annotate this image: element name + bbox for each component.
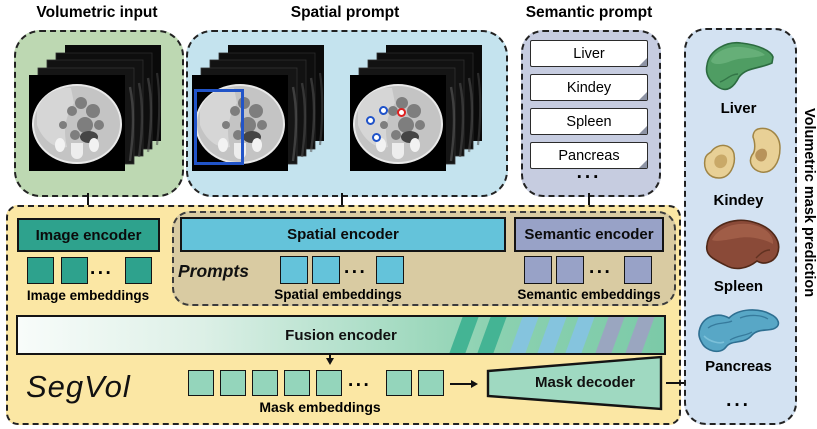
- semantic-tag-pancreas: Pancreas: [530, 142, 648, 169]
- spleen-3d-icon: [705, 219, 780, 270]
- semantic-tag-label: Spleen: [566, 113, 612, 130]
- semantic-tag-kidney: Kindey: [530, 74, 648, 101]
- spatial-embeddings-ellipsis: ...: [344, 257, 368, 278]
- semantic-tag-label: Pancreas: [558, 147, 620, 164]
- fusion-stripe: [623, 317, 657, 353]
- mask-embedding-token: [252, 370, 278, 396]
- semantic-tags-ellipsis: ...: [576, 162, 602, 183]
- mask-embeddings-label: Mask embeddings: [259, 399, 381, 415]
- spatial-prompt-title: Spatial prompt: [290, 4, 400, 21]
- spatial-embedding-token: [280, 256, 308, 284]
- pancreas-3d-icon: [698, 309, 780, 353]
- semantic-embedding-token: [624, 256, 652, 284]
- spleen-label: Spleen: [713, 278, 764, 295]
- liver-3d-icon: [705, 41, 774, 91]
- ct-volume-illustration: [350, 45, 482, 171]
- fusion-encoder-label: Fusion encoder: [285, 326, 397, 344]
- semantic-embeddings-label: Semantic embeddings: [517, 287, 661, 302]
- point-prompt-negative: [397, 108, 406, 117]
- ct-volume-illustration: [29, 45, 161, 171]
- point-prompt-positive: [372, 133, 381, 142]
- arrow-embeddings-to-decoder: [450, 379, 478, 388]
- semantic-embedding-token: [556, 256, 584, 284]
- prediction-ellipsis: ...: [726, 390, 751, 411]
- mask-embedding-token: [284, 370, 310, 396]
- spatial-encoder-label: Spatial encoder: [287, 226, 399, 243]
- semantic-prompt-title: Semantic prompt: [525, 4, 653, 21]
- spatial-embedding-token: [376, 256, 404, 284]
- segvol-title: SegVol: [26, 369, 131, 404]
- image-embedding-token: [61, 257, 88, 284]
- point-prompt-positive: [366, 116, 375, 125]
- semantic-tag-label: Kindey: [566, 79, 612, 96]
- bounding-box-prompt: [194, 89, 244, 165]
- mask-embedding-token: [220, 370, 246, 396]
- semantic-embedding-token: [524, 256, 552, 284]
- pancreas-label: Pancreas: [705, 358, 772, 375]
- image-embeddings-label: Image embeddings: [26, 288, 150, 303]
- semantic-embeddings-ellipsis: ...: [589, 257, 613, 278]
- volumetric-input-title: Volumetric input: [36, 4, 158, 21]
- spatial-embedding-token: [312, 256, 340, 284]
- fusion-encoder-bar: Fusion encoder: [16, 315, 666, 355]
- semantic-encoder-block: Semantic encoder: [514, 217, 664, 252]
- image-embeddings-ellipsis: ...: [90, 258, 114, 279]
- liver-label: Liver: [720, 100, 757, 117]
- image-encoder-label: Image encoder: [35, 226, 142, 244]
- kidney-label: Kindey: [713, 192, 764, 209]
- volumetric-mask-prediction-title: Volumetric mask prediction: [801, 107, 817, 298]
- mask-embeddings-ellipsis: ...: [348, 370, 372, 391]
- arrow-fusion-to-mask-embeddings: [325, 353, 334, 365]
- semantic-tag-label: Liver: [573, 45, 605, 62]
- image-encoder-block: Image encoder: [17, 218, 160, 252]
- mask-decoder-label: Mask decoder: [534, 374, 636, 391]
- ct-cube-bbox-prompt: [192, 45, 334, 175]
- spatial-encoder-block: Spatial encoder: [180, 217, 506, 252]
- spatial-embeddings-label: Spatial embeddings: [274, 287, 402, 302]
- image-embedding-token: [27, 257, 54, 284]
- fusion-stripe: [563, 317, 597, 353]
- semantic-tag-spleen: Spleen: [530, 108, 648, 135]
- ct-volume-illustration: [192, 45, 324, 171]
- fusion-stripe: [535, 317, 569, 353]
- point-prompt-positive: [379, 106, 388, 115]
- mask-embedding-token: [418, 370, 444, 396]
- mask-decoder-trapezoid: [486, 355, 663, 411]
- ct-volume-cube: [29, 45, 171, 175]
- image-embedding-token: [125, 257, 152, 284]
- mask-embedding-token: [188, 370, 214, 396]
- ct-cube-point-prompt: [350, 45, 492, 175]
- fusion-stripe: [475, 317, 509, 353]
- mask-embedding-token: [316, 370, 342, 396]
- fusion-stripe: [507, 317, 541, 353]
- fusion-stripe: [447, 317, 481, 353]
- prompts-label: Prompts: [178, 261, 249, 281]
- mask-embedding-token: [386, 370, 412, 396]
- kidney-3d-icon: [703, 127, 781, 179]
- fusion-stripe: [593, 317, 627, 353]
- semantic-tag-liver: Liver: [530, 40, 648, 67]
- semantic-encoder-label: Semantic encoder: [524, 226, 654, 243]
